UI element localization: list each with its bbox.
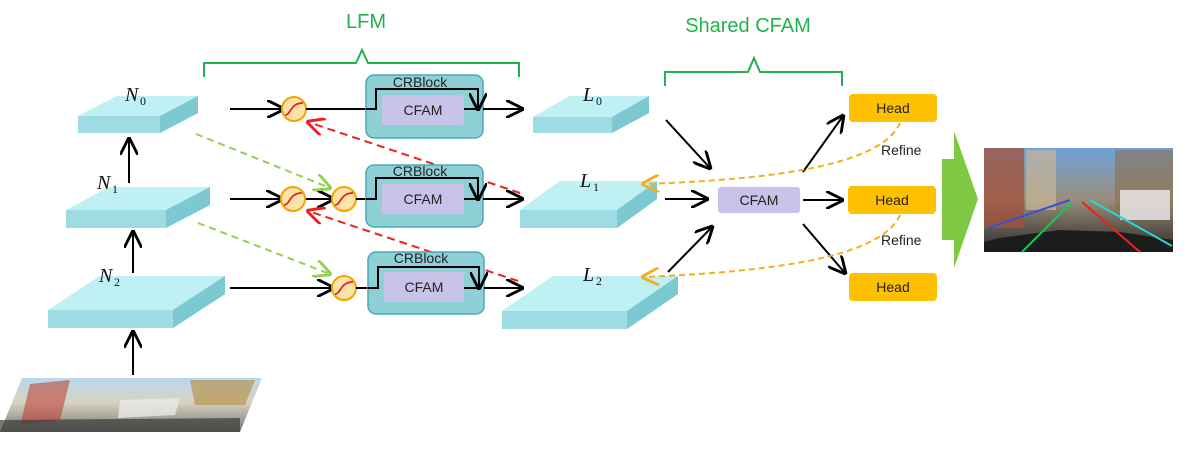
output-plate-l0 <box>533 96 649 133</box>
output-sub-l1: 1 <box>593 180 599 194</box>
shared-cfam-text: CFAM <box>740 192 779 208</box>
lfm-group: LFM <box>203 11 520 77</box>
refine-arrow-head0-to-l1 <box>643 122 901 184</box>
head-2: Head <box>849 273 937 301</box>
neck-label-n1: N <box>96 172 112 194</box>
output-plate-l2 <box>502 276 678 329</box>
head-label: Head <box>875 192 908 208</box>
crblock-label: CRBlock <box>393 74 448 90</box>
sigmoid-icon <box>331 275 357 301</box>
head-1: Head <box>848 186 936 214</box>
head-0: Head <box>849 94 937 122</box>
neck-label-n0: N <box>124 84 140 106</box>
shared-cfam-bracket <box>664 55 843 86</box>
refine-label: Refine <box>881 142 922 158</box>
crblock-label: CRBlock <box>393 163 448 179</box>
output-label-l1: L <box>579 170 591 192</box>
neck-plate-n2 <box>48 276 225 328</box>
output-lane-image <box>984 148 1173 253</box>
output-label-l2: L <box>582 264 594 286</box>
crblock-0: CFAM CRBlock <box>365 74 483 139</box>
refine-label: Refine <box>881 232 922 248</box>
red-dashed-arrow-l2-to-level1 <box>308 211 519 282</box>
shared-cfam-group: Shared CFAM <box>664 15 843 86</box>
crblock-label: CRBlock <box>394 250 449 266</box>
neck-plate-n0 <box>78 96 198 133</box>
output-sub-l0: 0 <box>596 94 602 108</box>
neck-sub-n2: 2 <box>114 275 120 289</box>
neck-plate-n1 <box>66 187 210 228</box>
output-label-l0: L <box>582 84 594 106</box>
sigmoid-icon <box>281 96 307 122</box>
arrow-l0-to-shared-cfam <box>665 119 710 168</box>
crblock-1: CFAM CRBlock <box>365 163 483 228</box>
crblock-2: CFAM CRBlock <box>367 250 484 315</box>
cfam-label: CFAM <box>404 191 443 207</box>
arrow-l2-to-shared-cfam <box>667 227 712 273</box>
sigmoid-icon <box>280 186 306 212</box>
neck-sub-n1: 1 <box>112 182 118 196</box>
green-dashed-arrow-n1-n2 <box>197 222 330 274</box>
head-label: Head <box>876 279 909 295</box>
head-label: Head <box>876 100 909 116</box>
input-road-image <box>0 378 262 432</box>
neck-sub-n0: 0 <box>140 94 146 108</box>
lfm-label: LFM <box>346 11 386 33</box>
sigmoid-icon <box>331 186 357 212</box>
shared-cfam-label: Shared CFAM <box>685 15 811 37</box>
red-dashed-arrow-l1-to-level0 <box>308 122 521 194</box>
cfam-label: CFAM <box>404 102 443 118</box>
lfm-bracket <box>203 47 520 77</box>
neck-label-n2: N <box>98 265 114 287</box>
shared-cfam-box: CFAM <box>718 187 800 213</box>
cfam-label: CFAM <box>405 279 444 295</box>
arrow-cfam-to-head0 <box>802 116 843 173</box>
output-plate-l1 <box>520 181 657 228</box>
big-output-arrow <box>942 131 978 268</box>
arrow-cfam-to-head2 <box>802 223 845 273</box>
green-dashed-arrow-n0-n1 <box>195 133 330 188</box>
refine-arrow-head1-to-l2 <box>643 214 901 277</box>
output-sub-l2: 2 <box>596 274 602 288</box>
